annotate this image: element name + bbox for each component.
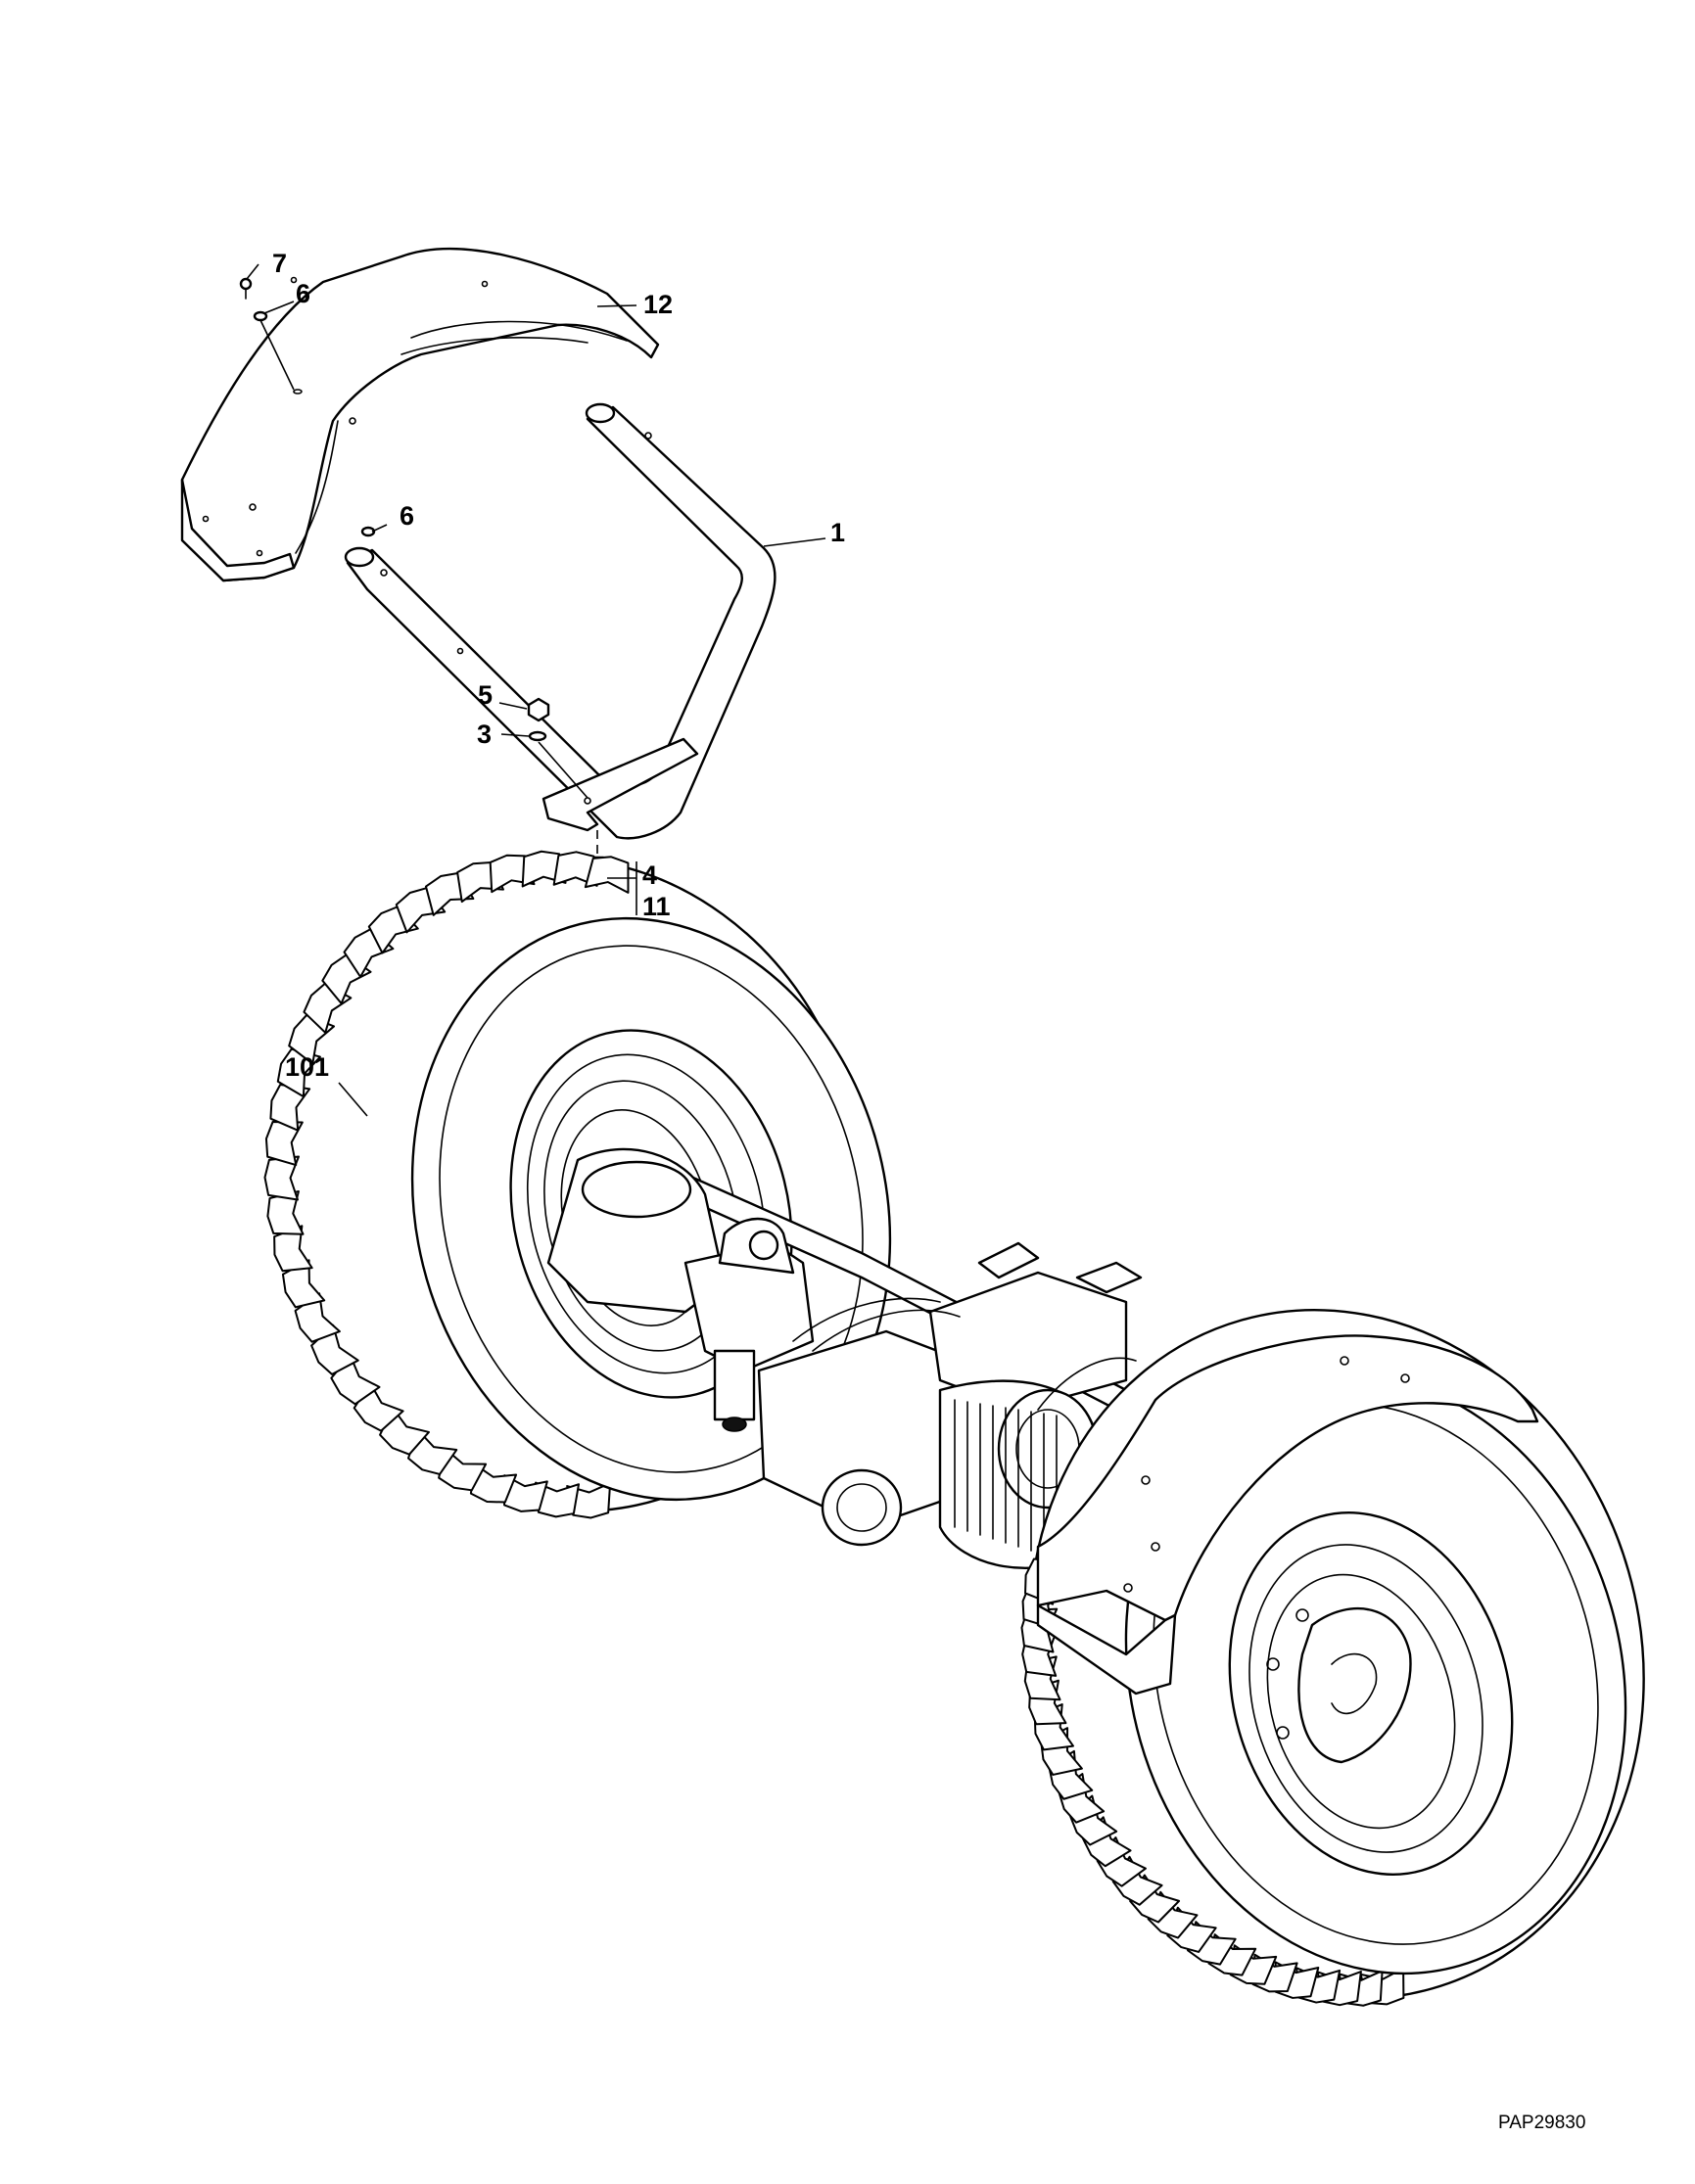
tire-right	[1020, 1309, 1645, 2007]
tread-block	[281, 1259, 326, 1309]
callout-6-mid: 6	[400, 501, 414, 531]
callout-3: 3	[477, 720, 492, 749]
tread-block	[263, 1155, 300, 1201]
fender-right	[1036, 1334, 1539, 1696]
fender-panel	[180, 247, 660, 582]
callout-6-top: 6	[296, 279, 310, 308]
tread-block	[469, 1463, 518, 1504]
tread-block	[266, 1189, 305, 1235]
callout-101: 101	[285, 1052, 329, 1082]
hardware-screw-7	[239, 277, 253, 300]
tread-block	[264, 1121, 304, 1167]
callout-4: 4	[642, 860, 657, 890]
callout-12: 12	[643, 290, 673, 319]
callout-11: 11	[642, 892, 671, 921]
callout-labels: 7 6 12 6 1 5 3 4 11 101 PAP29830	[272, 249, 1585, 2133]
tread-block	[273, 1225, 313, 1273]
hardware-nut-5	[527, 697, 550, 722]
tread-block	[552, 851, 598, 887]
hardware-washer-6-mid	[360, 526, 376, 537]
tread-block	[584, 856, 630, 894]
callout-7: 7	[272, 249, 287, 278]
hardware-washer-3	[528, 730, 547, 742]
tread-block	[503, 1474, 548, 1512]
tread-block	[269, 1084, 311, 1132]
callout-5: 5	[478, 680, 493, 710]
drive-axle-assembly	[546, 1147, 1143, 1569]
callout-1: 1	[830, 518, 845, 547]
figure-id: PAP29830	[1498, 2113, 1585, 2133]
tread-block	[535, 1481, 580, 1518]
hardware-washer-6-top	[253, 310, 295, 391]
tube-bracket	[344, 402, 777, 840]
leader-lines	[246, 263, 826, 1117]
